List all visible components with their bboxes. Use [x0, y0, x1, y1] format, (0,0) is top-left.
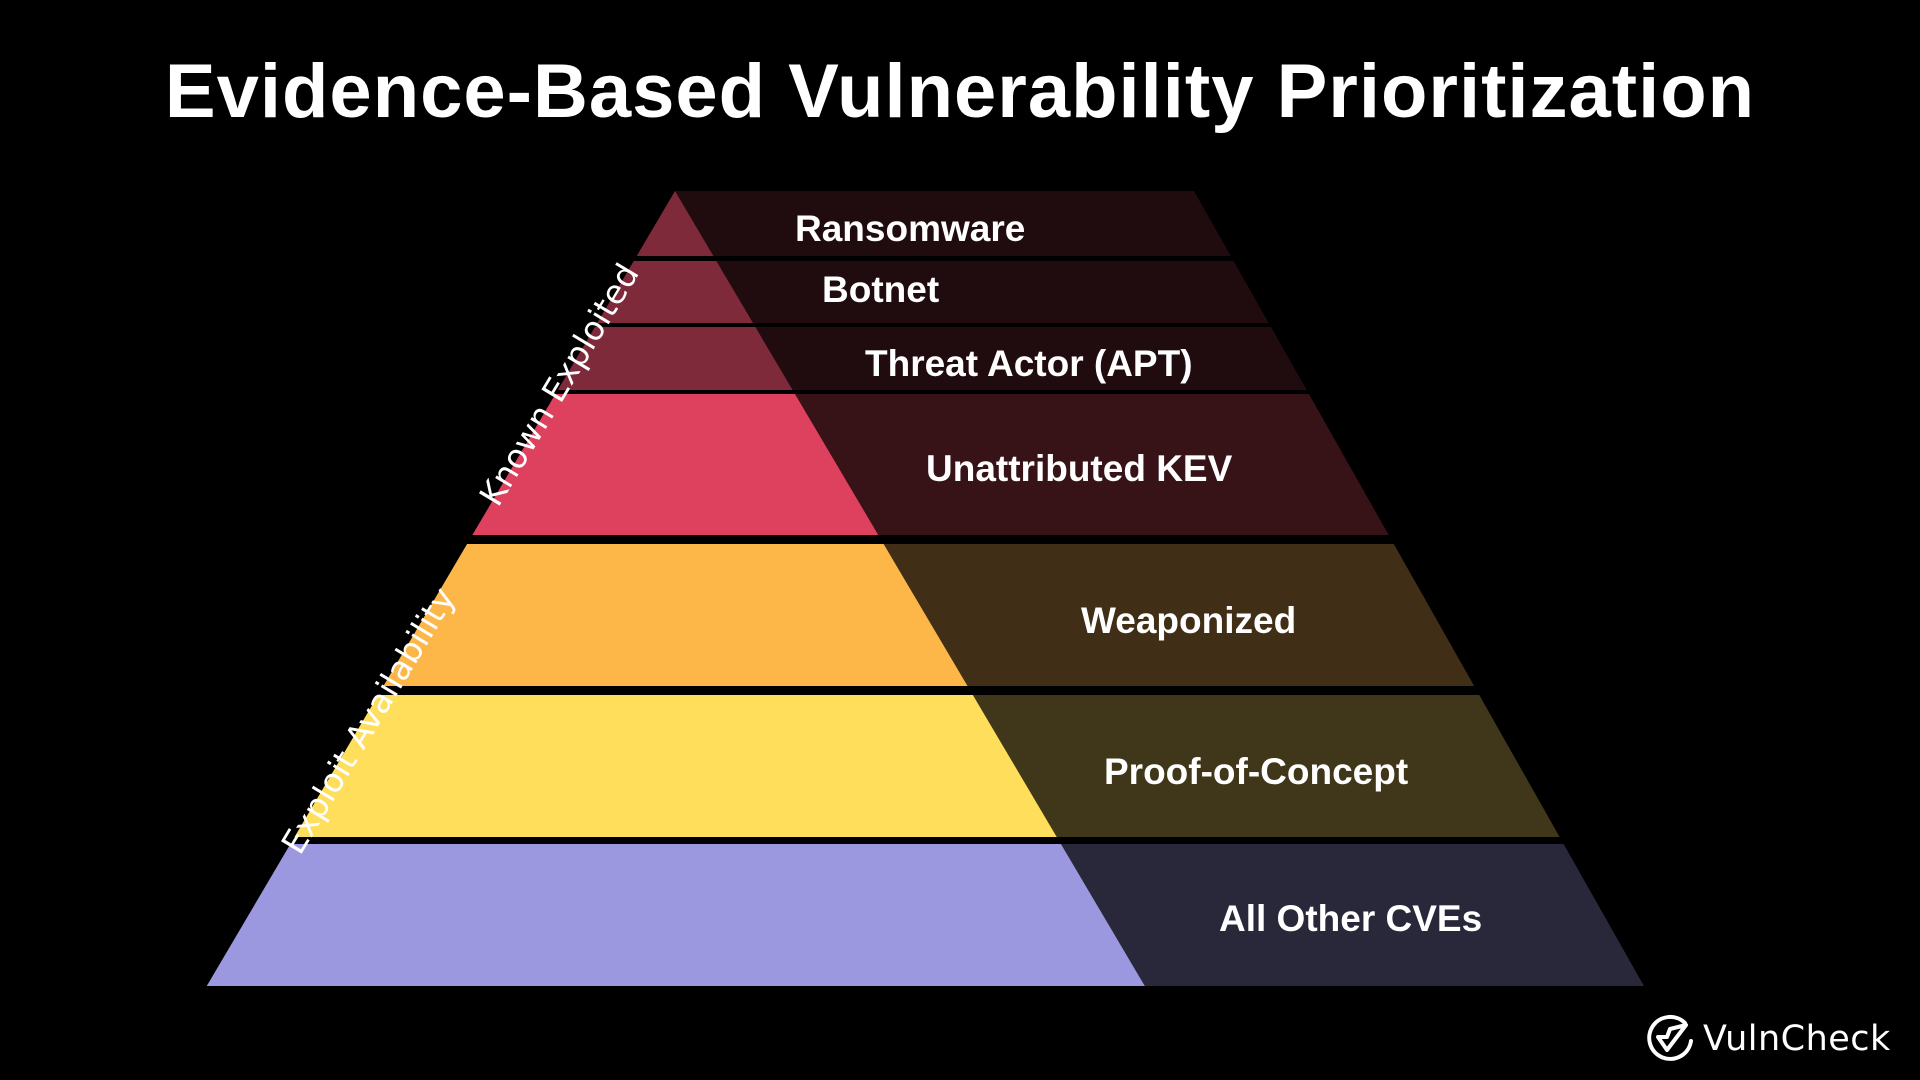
tier-label-unattributed-kev: Unattributed KEV — [926, 448, 1233, 489]
vulncheck-logo: VulnCheck — [1645, 1014, 1891, 1064]
tier-band-right-botnet — [716, 261, 1269, 323]
tier-label-ransomware: Ransomware — [795, 208, 1026, 249]
page-title: Evidence-Based Vulnerability Prioritizat… — [164, 49, 1756, 134]
tier-band-right-weaponized — [883, 544, 1475, 686]
tier-label-proof-of-concept: Proof-of-Concept — [1104, 751, 1409, 792]
tier-band-left-all-other-cves — [206, 844, 1145, 986]
tier-band-left-ransomware — [636, 191, 714, 256]
tier-band-left-unattributed-kev — [472, 394, 879, 535]
tier-label-threat-actor: Threat Actor (APT) — [865, 343, 1193, 384]
tier-band-right-ransomware — [675, 191, 1231, 256]
tier-label-botnet: Botnet — [822, 269, 940, 310]
tier-band-left-threat-actor — [557, 327, 793, 390]
tier-band-left-weaponized — [383, 544, 968, 686]
tier-band-left-botnet — [597, 261, 754, 323]
tier-band-right-proof-of-concept — [972, 695, 1560, 837]
tier-band-right-unattributed-kev — [794, 394, 1389, 535]
tier-label-weaponized: Weaponized — [1081, 600, 1297, 641]
tier-band-right-threat-actor — [755, 327, 1307, 390]
tier-band-right-all-other-cves — [1060, 844, 1644, 986]
tier-band-left-proof-of-concept — [294, 695, 1057, 837]
tier-label-all-other-cves: All Other CVEs — [1219, 898, 1483, 939]
check-circle-icon — [1647, 1014, 1693, 1061]
logo-text: VulnCheck — [1703, 1019, 1891, 1059]
